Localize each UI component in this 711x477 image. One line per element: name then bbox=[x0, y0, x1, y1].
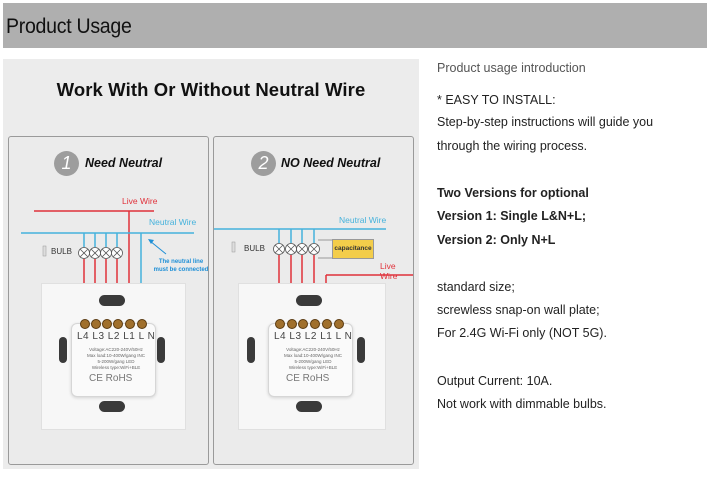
step-text-1: Step-by-step instructions will guide you bbox=[437, 115, 654, 129]
easy-install: * EASY TO INSTALL: bbox=[437, 93, 556, 107]
bulb-symbols bbox=[273, 243, 320, 255]
wifi-text: For 2.4G Wi-Fi only (NOT 5G). bbox=[437, 326, 607, 340]
wiring-diagram-image: Work With Or Without Neutral Wire 1 Need… bbox=[3, 59, 419, 469]
current-text: Output Current: 10A. bbox=[437, 374, 553, 388]
dimmable-text: Not work with dimmable bulbs. bbox=[437, 397, 607, 411]
panel-heading: 2 NO Need Neutral bbox=[214, 151, 413, 177]
panel-label: NO Need Neutral bbox=[281, 156, 381, 170]
spec-text: Voltage:AC220-240V/50Hz Max load:10-400W… bbox=[284, 347, 343, 370]
bulb-icon bbox=[42, 245, 47, 257]
panel-need-neutral: 1 Need Neutral bbox=[8, 136, 209, 465]
section-header: Product Usage bbox=[3, 3, 707, 48]
terminal-labels: L4 L3 L2 L1 L N bbox=[274, 331, 353, 342]
plate-text: screwless snap-on wall plate; bbox=[437, 303, 600, 317]
bulb-icon bbox=[231, 241, 236, 253]
step-number-badge: 2 bbox=[251, 151, 276, 176]
neutral-note: The neutral line must be connected bbox=[153, 259, 209, 273]
step-text-2: through the wiring process. bbox=[437, 139, 588, 153]
version-1: Version 1: Single L&N+L; bbox=[437, 209, 586, 223]
arrow-icon bbox=[149, 240, 167, 255]
section-title: Product Usage bbox=[6, 15, 132, 38]
panel-heading: 1 Need Neutral bbox=[9, 151, 208, 177]
bulb-symbols bbox=[78, 247, 123, 259]
bulb-label: BULB bbox=[244, 244, 265, 253]
switch-module bbox=[268, 323, 353, 397]
versions-title: Two Versions for optional bbox=[437, 186, 589, 200]
panel-no-need-neutral: 2 NO Need Neutral bbox=[213, 136, 414, 465]
step-number-badge: 1 bbox=[54, 151, 79, 176]
live-wire-label: Live Wire bbox=[380, 261, 398, 281]
neutral-wire-label: Neutral Wire bbox=[149, 217, 197, 227]
switch-module bbox=[71, 323, 156, 397]
panel-label: Need Neutral bbox=[85, 156, 163, 170]
intro-heading: Product usage introduction bbox=[437, 61, 586, 75]
capacitance-box: capacitance bbox=[332, 239, 374, 259]
terminal-labels: L4 L3 L2 L1 L N bbox=[77, 331, 156, 342]
spec-text: Voltage:AC220-240V/50Hz Max load:10-400W… bbox=[87, 347, 146, 370]
certification-marks: CE RoHS bbox=[286, 373, 330, 384]
certification-marks: CE RoHS bbox=[89, 373, 133, 384]
size-text: standard size; bbox=[437, 280, 515, 294]
version-2: Version 2: Only N+L bbox=[437, 233, 556, 247]
diagram-title: Work With Or Without Neutral Wire bbox=[56, 79, 366, 100]
live-wire-label: Live Wire bbox=[122, 196, 158, 206]
neutral-wire-label: Neutral Wire bbox=[339, 215, 387, 225]
bulb-label: BULB bbox=[51, 247, 72, 256]
